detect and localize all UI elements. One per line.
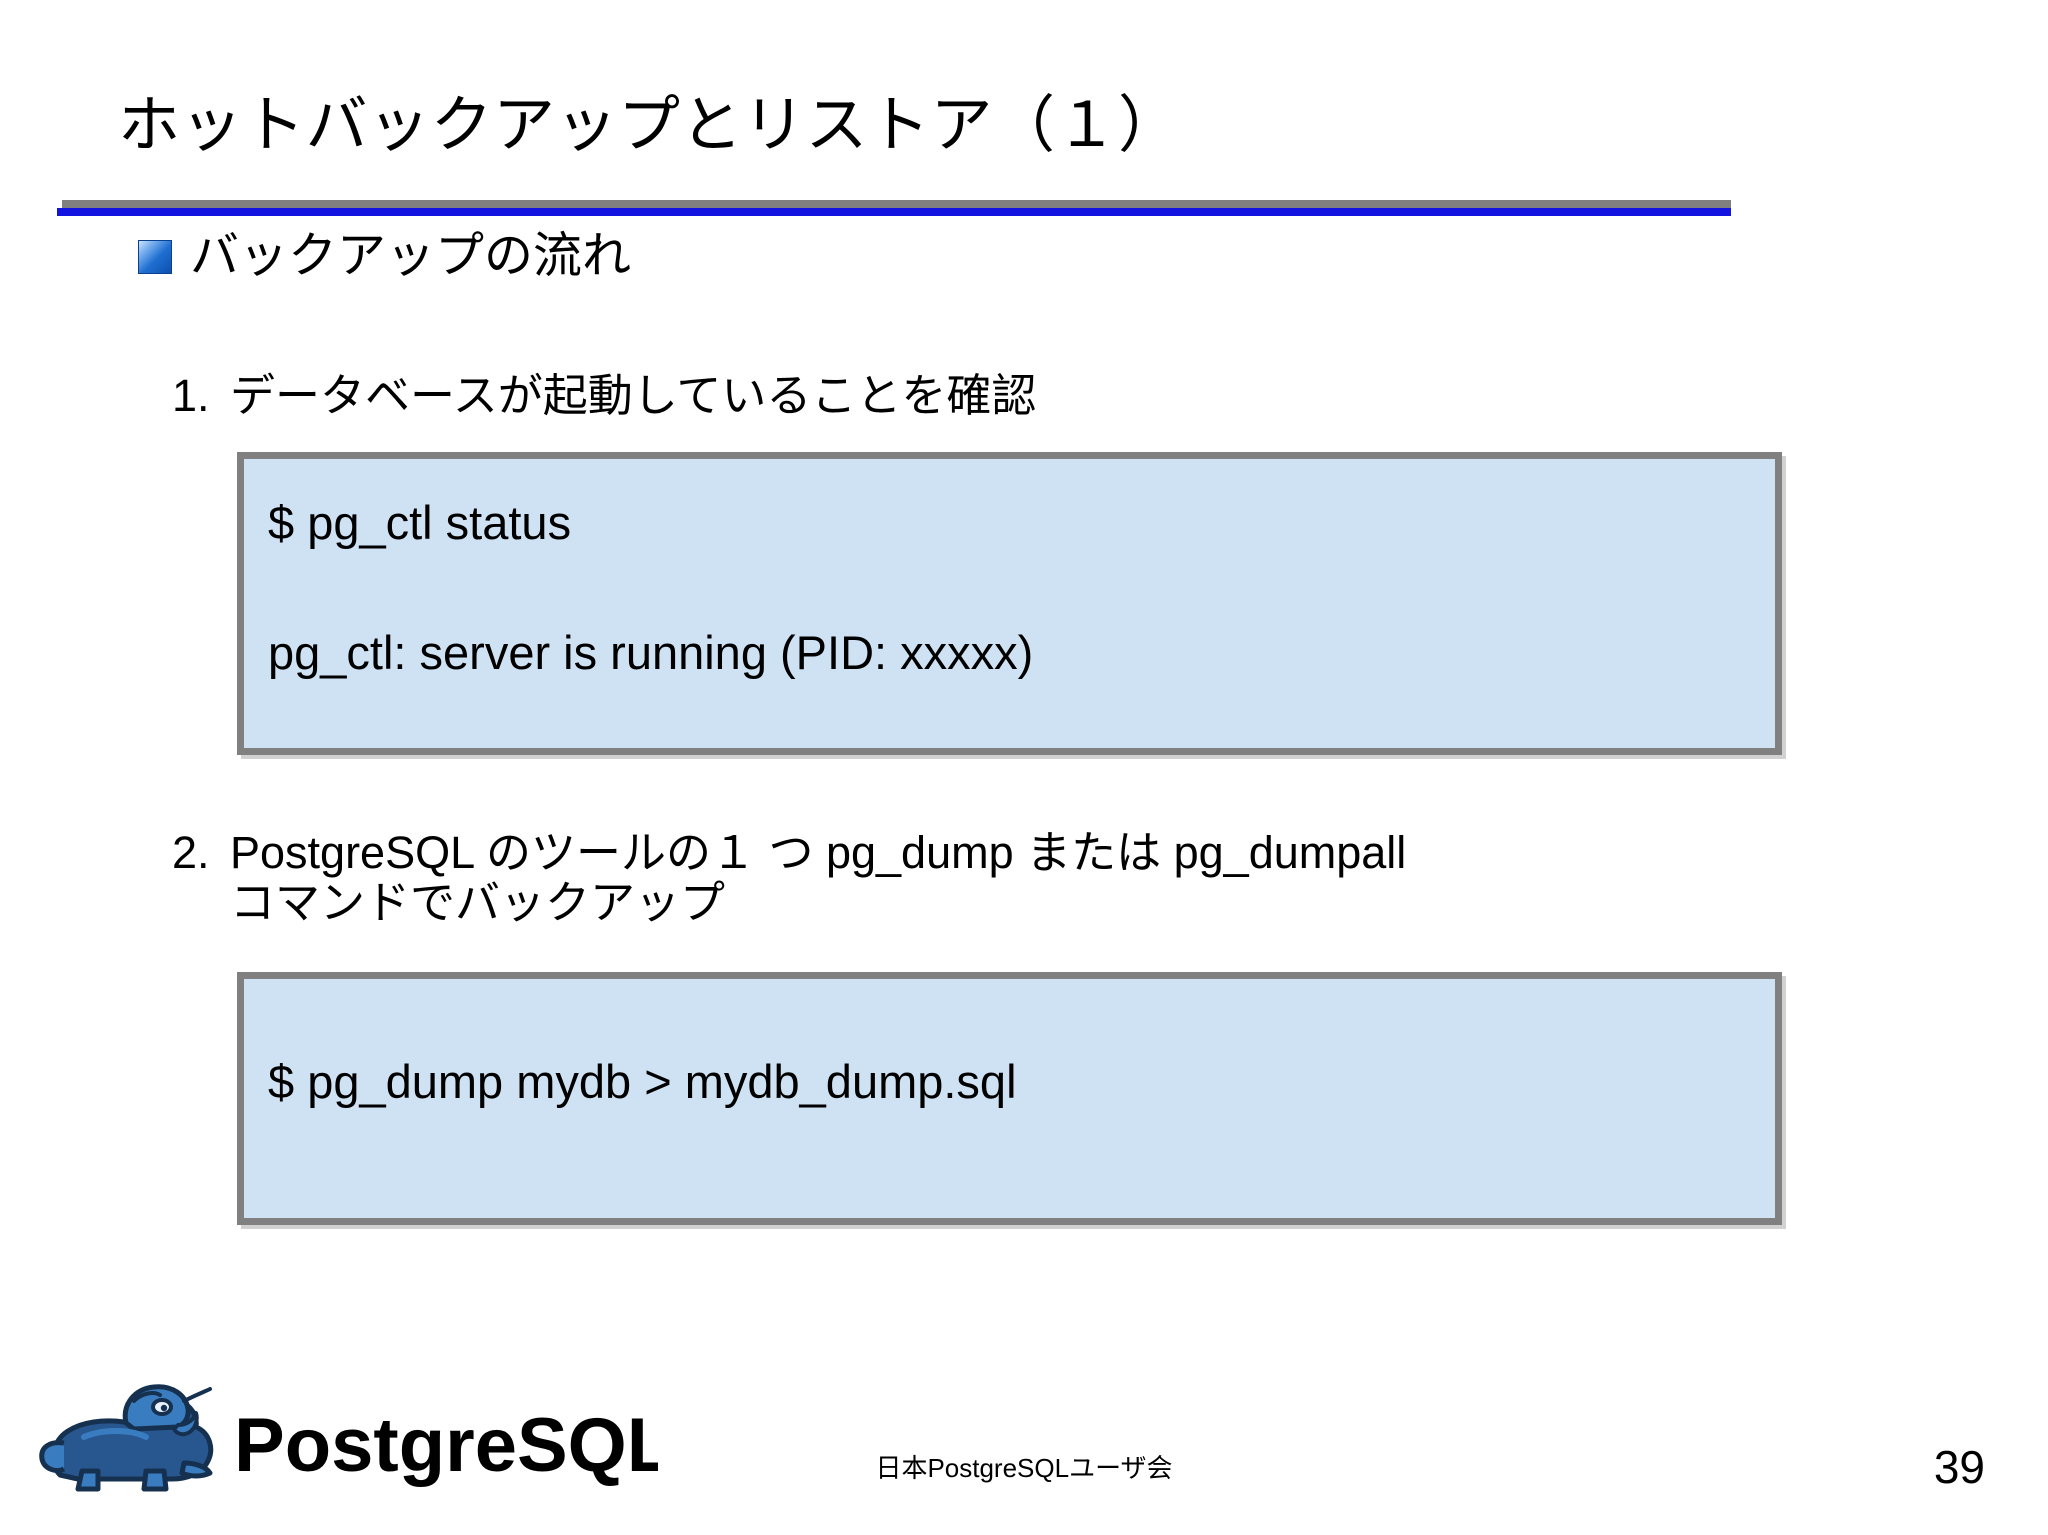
blue-square-bullet-icon — [138, 239, 172, 274]
bullet-item-backup-flow: バックアップの流れ — [138, 232, 631, 281]
code-block: $ pg_ctl status pg_ctl: server is runnin… — [237, 452, 1782, 755]
title-divider — [57, 200, 1731, 216]
list-item-text: PostgreSQL のツールの１ つ pg_dump または pg_dumpa… — [230, 827, 1407, 878]
footer-organization-text: 日本PostgreSQLユーザ会 — [875, 1453, 1173, 1483]
postgresql-elephant-icon: PostgreSQL — [39, 1384, 658, 1492]
list-item: 1. データベースが起動していることを確認 — [172, 370, 1572, 421]
list-item-number: 2. — [172, 827, 210, 878]
list-item-text-wrap: データベースが起動していることを確認 — [230, 370, 1572, 421]
list-item-text: データベースが起動していることを確認 — [230, 370, 1037, 421]
list-item-text-wrap: PostgreSQL のツールの１ つ pg_dump または pg_dumpa… — [230, 827, 1772, 929]
list-item: 2. PostgreSQL のツールの１ つ pg_dump または pg_du… — [172, 827, 1772, 929]
code-line: $ pg_ctl status — [268, 496, 572, 549]
list-item-number: 1. — [172, 370, 210, 421]
list-item-text-continued: コマンドでバックアップ — [230, 877, 726, 929]
code-line: $ pg_dump mydb > mydb_dump.sql — [268, 1055, 1017, 1108]
code-line: pg_ctl: server is running (PID: xxxxx) — [268, 626, 1034, 680]
svg-text:PostgreSQL: PostgreSQL — [234, 1403, 658, 1488]
page-number: 39 — [1933, 1441, 1985, 1493]
bullet-item-label: バックアップの流れ — [190, 229, 632, 283]
divider-blue-bar — [57, 208, 1731, 216]
page-title: ホットバックアップとリストア（１） — [118, 91, 1181, 160]
postgresql-logo: PostgreSQL — [38, 1367, 658, 1507]
divider-shadow-bar — [62, 200, 1731, 208]
code-block: $ pg_dump mydb > mydb_dump.sql — [237, 972, 1782, 1225]
